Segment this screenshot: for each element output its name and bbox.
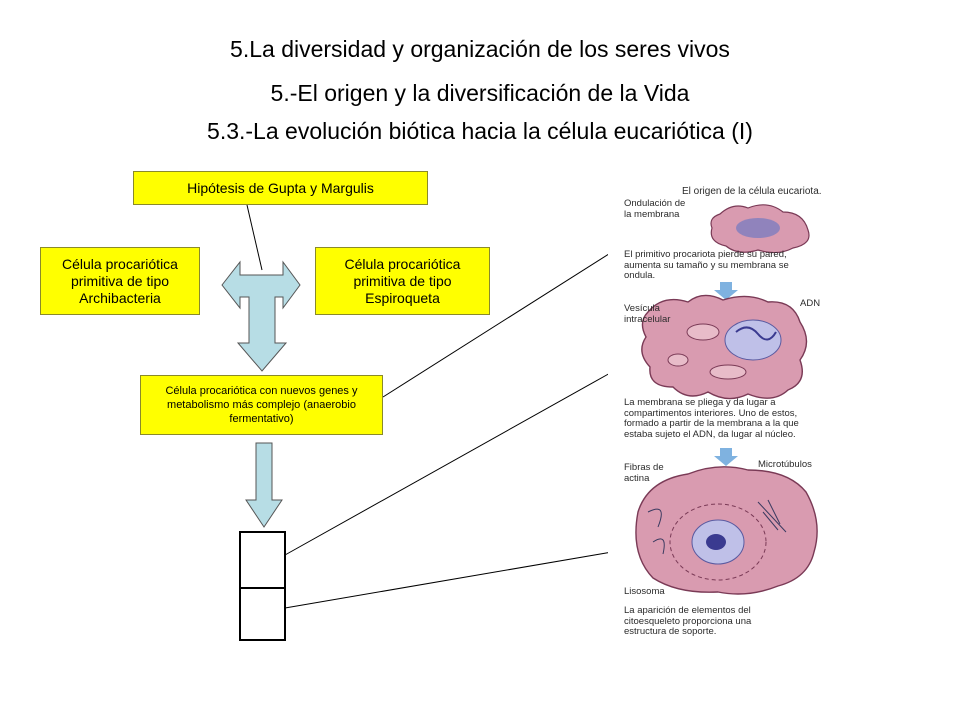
merge-arrow	[221, 260, 301, 372]
label-vesicula: Vesícula intracelular	[624, 303, 671, 325]
hypothesis-connector	[246, 204, 263, 271]
section-title: 5.3.-La evolución biótica hacia la célul…	[207, 118, 753, 144]
label-ondulacion: Ondulación de la membrana	[624, 198, 686, 220]
link-line-2	[284, 371, 613, 556]
caption-stage-1: El primitivo procariota pierde su pared,…	[624, 249, 789, 281]
label-fibras: Fibras de actina	[624, 462, 664, 484]
hypothesis-box: Hipótesis de Gupta y Margulis	[133, 171, 428, 205]
stage-arrow-2	[714, 448, 738, 466]
cell-stage-2	[641, 294, 808, 400]
caption-stage-3: La aparición de elementos del citoesquel…	[624, 605, 752, 637]
label-lisosoma: Lisosoma	[624, 586, 665, 597]
empty-box-top	[239, 531, 286, 589]
main-title: 5.La diversidad y organización de los se…	[230, 36, 730, 62]
link-line-1	[382, 251, 613, 398]
empty-box-bottom	[239, 587, 286, 641]
link-line-3	[284, 551, 613, 609]
label-microtubulos: Microtúbulos	[758, 459, 812, 470]
illustration-heading: El origen de la célula eucariota.	[682, 186, 822, 197]
nucleus-stage-2	[724, 319, 782, 361]
stage-arrow-1	[714, 282, 738, 300]
combined-cell-box: Célula procariótica con nuevos genes y m…	[140, 375, 383, 435]
archibacteria-box: Célula procariótica primitiva de tipo Ar…	[40, 247, 200, 315]
down-arrow	[245, 442, 283, 528]
espiroqueta-box: Célula procariótica primitiva de tipo Es…	[315, 247, 490, 315]
label-adn: ADN	[800, 298, 821, 309]
cell-drawings	[635, 204, 818, 595]
dna-stage-2	[735, 326, 777, 341]
caption-stage-2: La membrana se pliega y da lugar a compa…	[624, 397, 799, 440]
subtitle: 5.-El origen y la diversificación de la …	[270, 80, 690, 106]
eukaryote-origin-illustration: El origen de la célula eucariota. Ondula…	[608, 182, 846, 644]
dna-stage-1	[736, 218, 780, 238]
